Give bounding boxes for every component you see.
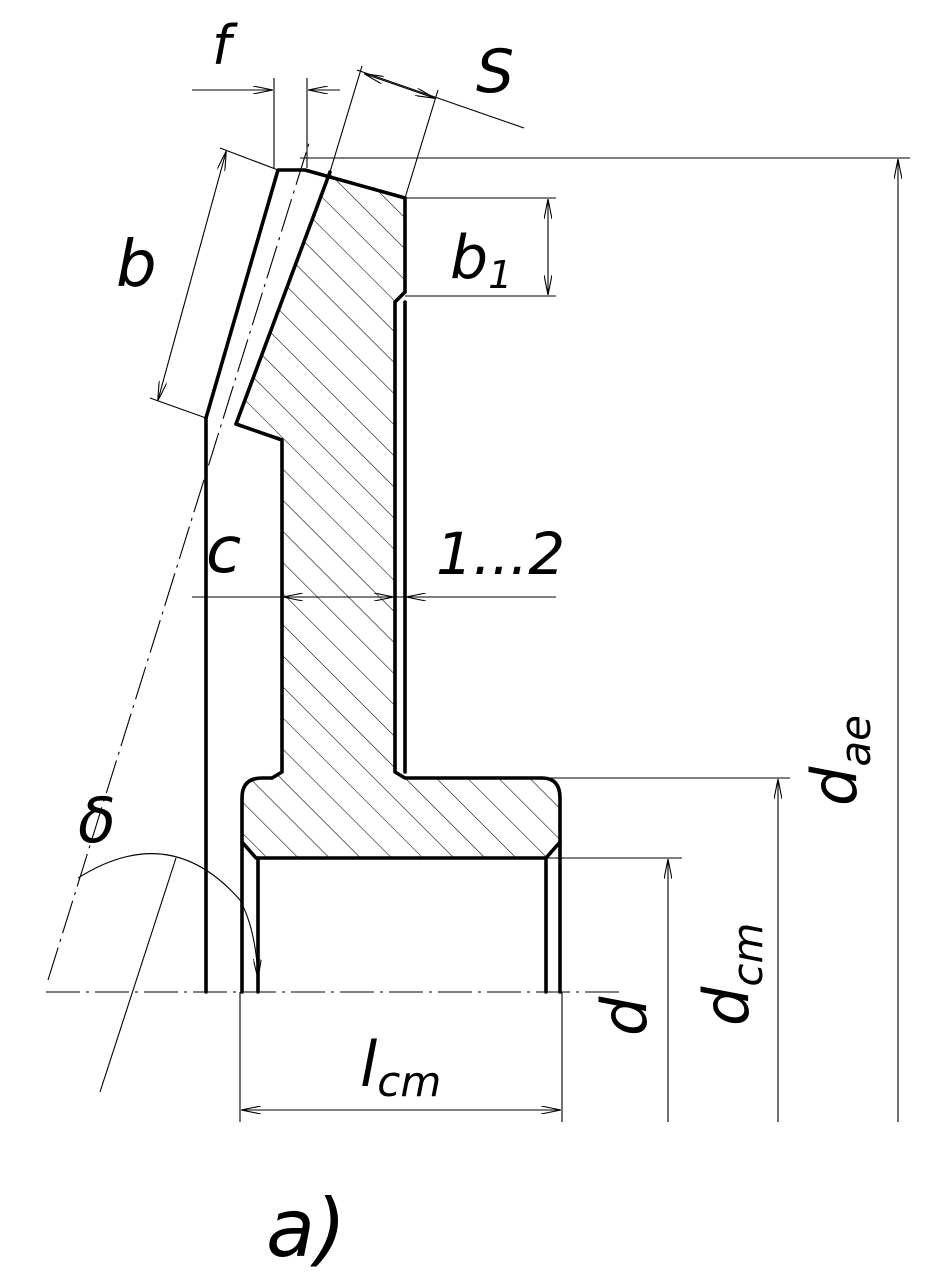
label-dcm-main: d [690,986,763,1026]
label-b: b [116,228,157,302]
label-c: c [206,514,241,588]
label-lcm: lcm [360,1028,441,1106]
label-dae-main: d [798,766,871,806]
label-d: d [588,996,661,1036]
hatched-section [236,172,560,858]
figure-caption: a) [266,1182,346,1275]
label-clearance: 1...2 [436,520,565,588]
label-dae-sub: ae [831,715,880,767]
label-s: S [476,37,514,107]
dimension-lines [77,65,910,1122]
label-b1: b1 [450,223,512,297]
label-lcm-main: l [360,1028,377,1101]
label-dcm: dcm [690,923,772,1026]
dimension-labels: f S b b1 c 1...2 δ d dcm dae lcm a) [78,14,880,1275]
label-delta: δ [78,784,116,857]
axis-lines [46,139,620,993]
label-b1-main: b [450,223,488,293]
label-lcm-sub: cm [377,1057,441,1106]
label-dcm-sub: cm [723,923,772,987]
gear-outline [204,168,562,994]
label-b1-sub: 1 [488,253,512,297]
label-dae: dae [798,715,880,806]
label-f: f [212,14,238,77]
